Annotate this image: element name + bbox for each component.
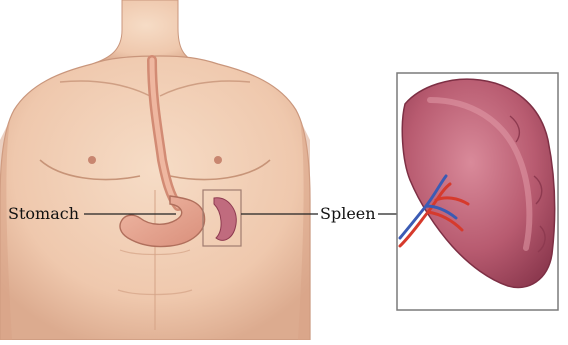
torso xyxy=(0,0,310,340)
nipple-left xyxy=(88,156,96,164)
spleen-label: Spleen xyxy=(320,206,376,222)
spleen-inset xyxy=(397,73,558,310)
nipple-right xyxy=(214,156,222,164)
stomach-label: Stomach xyxy=(8,206,79,222)
neck xyxy=(92,0,200,64)
